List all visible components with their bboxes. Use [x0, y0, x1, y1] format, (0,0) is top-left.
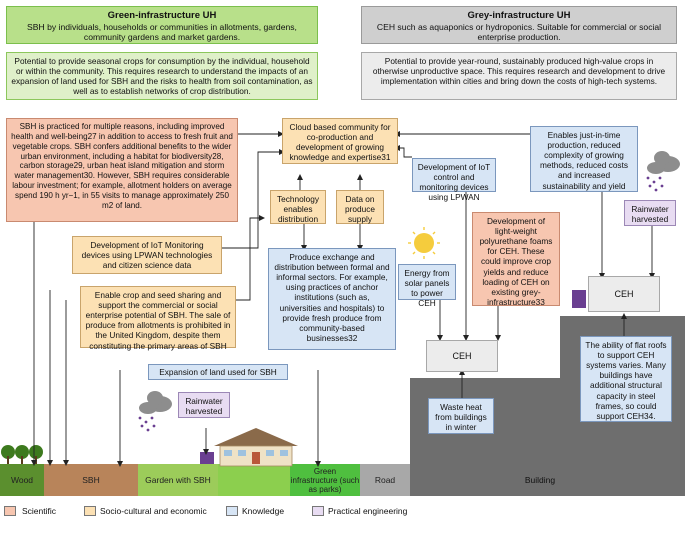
legend-practical-swatch: [312, 506, 324, 516]
green-infra-strip: [290, 464, 360, 496]
cloud-community-box: Cloud based community for co-production …: [282, 118, 398, 164]
grey-header-title: Grey-infrastructure UH: [467, 10, 571, 21]
green-potential-box: Potential to provide seasonal crops for …: [6, 52, 318, 100]
iot-control-box: Development of IoT control and monitorin…: [412, 158, 496, 202]
green-header-title: Green-infrastructure UH: [107, 10, 217, 21]
ground-wood: Wood: [10, 475, 34, 485]
wood-strip: [0, 464, 44, 496]
garden-strip: [138, 464, 218, 496]
ceh-right-box: CEH: [588, 276, 660, 312]
crop-sharing-box: Enable crop and seed sharing and support…: [80, 286, 236, 351]
house-strip: [218, 464, 290, 496]
ground-garden: Garden with SBH: [145, 475, 211, 485]
green-infrastructure-header: Green-infrastructure UH SBH by individua…: [6, 6, 318, 44]
polyurethane-box: Development of light-weight polyurethane…: [472, 212, 560, 307]
sbh-reasons-box: SBH is practiced for multiple reasons, i…: [6, 118, 238, 222]
technology-distribution-box: Technology enables distribution: [270, 190, 326, 224]
iot-monitoring-box: Development of IoT Monitoring devices us…: [72, 236, 222, 274]
ground-building: Building: [524, 475, 556, 485]
building-strip: [410, 464, 685, 496]
green-header-text: SBH by individuals, households or commun…: [27, 21, 297, 43]
produce-exchange-box: Produce exchange and distribution betwee…: [268, 248, 396, 350]
ground-green-infra: Green infrastructure (such as parks): [290, 466, 360, 494]
road-strip: [360, 464, 410, 496]
rainwater-top-box: Rainwater harvested: [624, 200, 676, 226]
data-supply-box: Data on produce supply: [336, 190, 384, 224]
legend-socio: Socio-cultural and economic: [100, 506, 207, 516]
trees-icon: [1, 445, 43, 464]
legend-socio-swatch: [84, 506, 96, 516]
just-in-time-box: Enables just-in-time production, reduced…: [530, 126, 638, 192]
legend-knowledge-swatch: [226, 506, 238, 516]
rain-cloud-icon-left: [138, 391, 172, 432]
grey-infrastructure-header: Grey-infrastructure UH CEH such as aquap…: [361, 6, 677, 44]
grey-header-text: CEH such as aquaponics or hydroponics. S…: [376, 21, 662, 43]
waste-heat-box: Waste heat from buildings in winter: [428, 398, 494, 434]
legend-knowledge: Knowledge: [242, 506, 285, 516]
energy-solar-box: Energy from solar panels to power CEH: [398, 264, 456, 308]
water-tank-icon: [572, 290, 586, 308]
ceh-middle-box: CEH: [426, 340, 498, 372]
legend-scientific: Scientific: [22, 506, 57, 516]
flat-roofs-box: The ability of flat roofs to support CEH…: [580, 336, 672, 422]
legend-practical: Practical engineering: [328, 506, 408, 516]
expansion-land-box: Expansion of land used for SBH: [148, 364, 288, 380]
sbh-strip: [44, 464, 138, 496]
ground-road: Road: [374, 475, 396, 485]
grey-potential-box: Potential to provide year-round, sustain…: [361, 52, 677, 100]
rain-cloud-icon-right: [646, 151, 680, 192]
house-icon: [200, 428, 298, 467]
ground-sbh: SBH: [82, 475, 100, 485]
sun-icon: [408, 227, 440, 259]
legend-scientific-swatch: [4, 506, 16, 516]
rainwater-bottom-box: Rainwater harvested: [178, 392, 230, 418]
